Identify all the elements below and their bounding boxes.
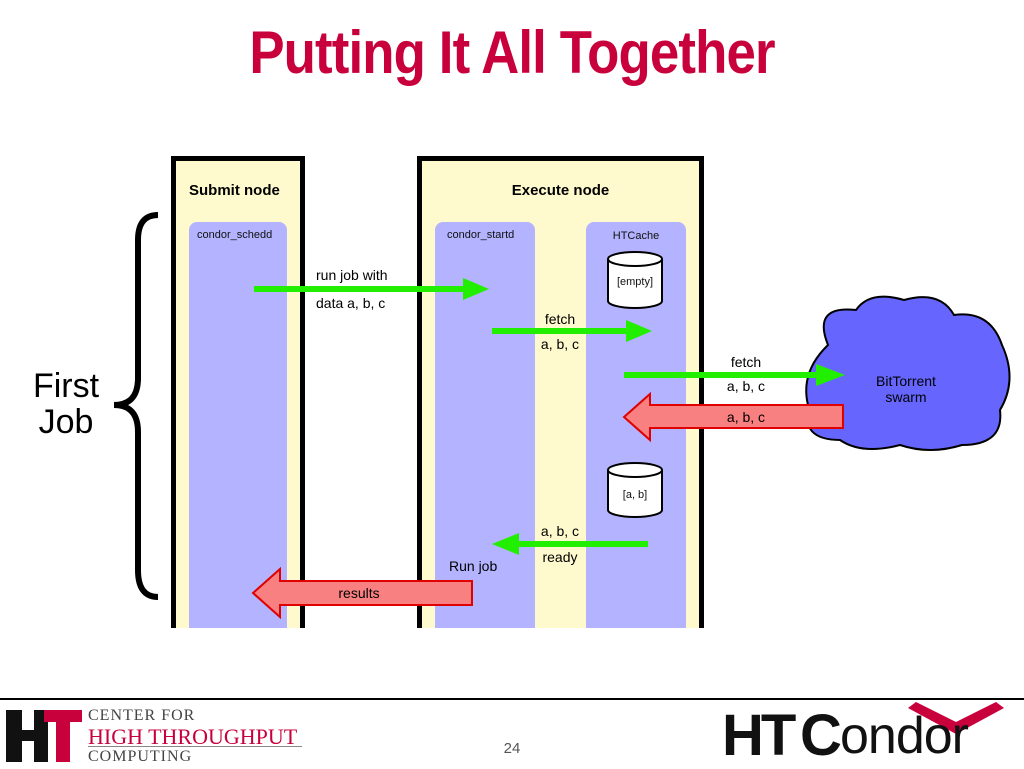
footer-center-for: CENTER FOR xyxy=(88,707,196,724)
condor-schedd-label: condor_schedd xyxy=(197,229,273,241)
htcondor-logo-icon xyxy=(908,702,1004,734)
condor-startd-label: condor_startd xyxy=(447,229,515,241)
footer-divider xyxy=(0,698,1024,700)
htcondor-logo: HT C ondor xyxy=(720,700,1020,768)
run-job-label-2: data a, b, c xyxy=(316,295,386,311)
center-logo xyxy=(6,710,82,762)
side-label-line-2: Job xyxy=(38,403,94,441)
htcache-label: HTCache xyxy=(612,230,660,242)
fetch-swarm-label-1: fetch xyxy=(730,354,762,370)
results-label: results xyxy=(338,585,380,601)
ready-label-1: a, b, c xyxy=(540,523,580,539)
data-reply-label: a, b, c xyxy=(726,409,766,425)
submit-node-title: Submit node xyxy=(189,182,280,199)
footer-computing: COMPUTING xyxy=(88,748,193,765)
bittorrent-label: BitTorrent swarm xyxy=(840,373,972,405)
cache-empty-label: [empty] xyxy=(616,276,654,288)
ready-label-2: ready xyxy=(542,549,578,565)
run-job-label: Run job xyxy=(449,558,498,574)
bittorrent-label-line-1: BitTorrent xyxy=(876,373,936,389)
fetch-swarm-label-2: a, b, c xyxy=(726,378,766,394)
bittorrent-label-line-2: swarm xyxy=(885,389,927,405)
footer-high-throughput: HIGH THROUGHPUT xyxy=(88,724,298,749)
fetch-cache-label-2: a, b, c xyxy=(540,336,580,352)
htcondor-logo-c: C xyxy=(800,703,842,768)
side-label-line-1: First xyxy=(32,367,100,405)
execute-node-title: Execute node xyxy=(511,182,610,199)
fetch-cache-label-1: fetch xyxy=(544,311,576,327)
page-number: 24 xyxy=(503,740,521,757)
slide-title: Putting It All Together xyxy=(249,19,775,86)
condor-schedd-column xyxy=(189,222,287,628)
run-job-label-1: run job with xyxy=(316,267,388,283)
side-label: First Job xyxy=(14,368,118,440)
footer-center-rule xyxy=(88,746,302,747)
htcondor-logo-ondor: ondor xyxy=(840,707,969,765)
brace-icon xyxy=(113,212,159,600)
ht-logo-icon xyxy=(6,710,82,762)
htcondor-logo-ht: HT xyxy=(722,703,796,768)
cache-full-label: [a, b] xyxy=(622,489,648,501)
